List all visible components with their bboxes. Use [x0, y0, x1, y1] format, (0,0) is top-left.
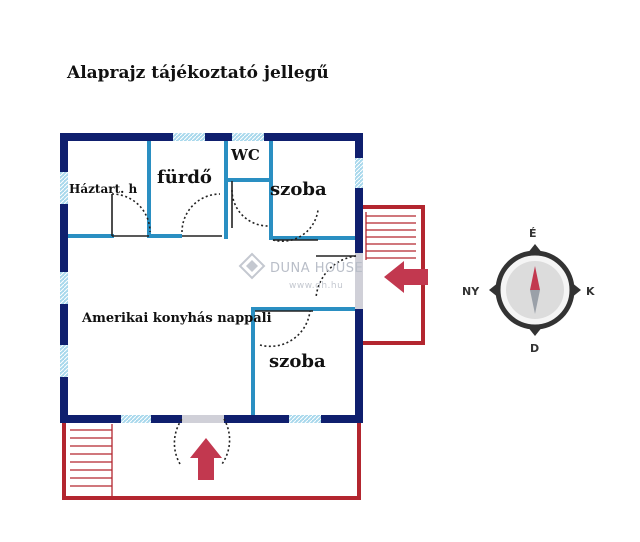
terrace-bottom — [62, 422, 361, 500]
compass-east-label: K — [586, 285, 595, 298]
entrance-arrow-right — [384, 261, 428, 293]
compass-needle-north — [530, 266, 540, 290]
room-label-living: Amerikai konyhás nappali — [81, 311, 272, 326]
compass-north-label: É — [529, 227, 537, 240]
watermark-brand: DUNA HOUSE — [270, 261, 363, 276]
plan-title: Alaprajz tájékoztató jellegű — [66, 63, 329, 83]
watermark: DUNA HOUSE www.dh.hu — [238, 252, 363, 291]
compass-needle-south — [530, 290, 540, 314]
room-label-bedroom-bottom: szoba — [269, 351, 326, 372]
entrance-arrow-bottom — [190, 438, 222, 480]
watermark-logo-icon — [238, 252, 266, 280]
watermark-url: www.dh.hu — [289, 281, 343, 291]
terrace-right-stairs — [365, 212, 416, 260]
compass-south-label: D — [530, 342, 539, 355]
room-label-bathroom: fürdő — [157, 167, 212, 188]
room-label-bedroom-top: szoba — [270, 179, 327, 200]
interior-walls — [66, 138, 358, 418]
compass-rose — [489, 244, 581, 336]
compass-west-label: NY — [462, 285, 480, 298]
entrance-door-bottom-opening — [182, 415, 224, 423]
doors — [111, 181, 357, 465]
windows — [60, 133, 363, 423]
terrace-bottom-stairs — [70, 424, 113, 496]
room-label-storage: Háztart. h — [69, 182, 137, 196]
entrance-door-right-opening — [355, 253, 363, 309]
room-label-wc: WC — [230, 146, 260, 164]
